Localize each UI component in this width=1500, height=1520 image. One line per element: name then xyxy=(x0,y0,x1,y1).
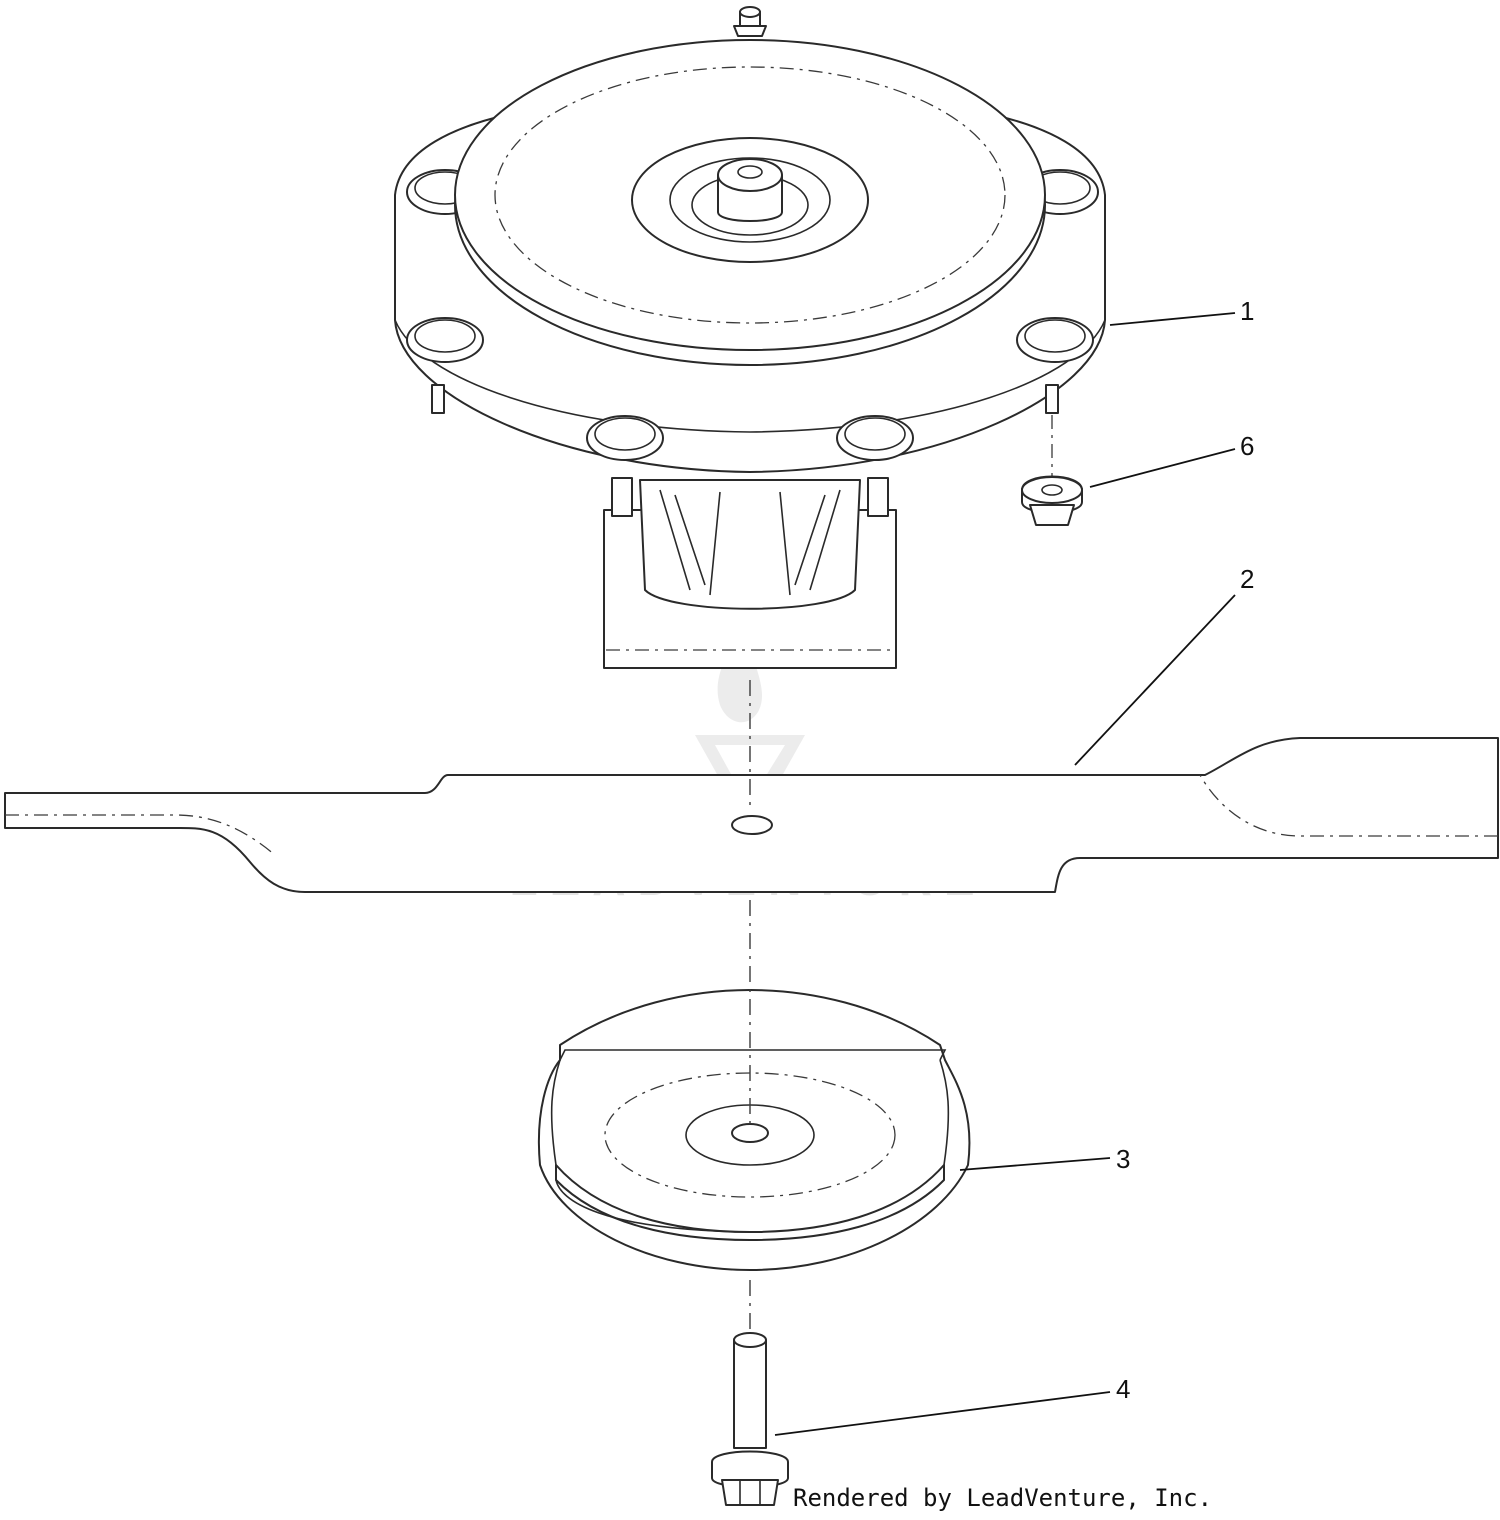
blade-cup xyxy=(537,989,971,1271)
spindle-pulley xyxy=(454,39,1046,366)
blade-bolt xyxy=(711,1332,789,1506)
grease-fitting xyxy=(733,6,767,37)
callout-3: 3 xyxy=(959,1144,1130,1174)
callout-number-6: 6 xyxy=(1240,431,1254,461)
mower-blade xyxy=(4,737,1499,893)
watermark-v-icon xyxy=(695,735,805,815)
render-credit: Rendered by LeadVenture, Inc. xyxy=(793,1484,1212,1512)
callout-number-4: 4 xyxy=(1116,1374,1130,1404)
watermark-flame-icon xyxy=(717,625,763,723)
callout-number-1: 1 xyxy=(1240,296,1254,326)
callout-1: 1 xyxy=(1109,296,1254,326)
spindle-assembly xyxy=(394,6,1106,669)
callout-4: 4 xyxy=(774,1374,1130,1436)
callout-number-2: 2 xyxy=(1240,564,1254,594)
spindle-body xyxy=(603,477,897,669)
callout-2: 2 xyxy=(1074,564,1254,766)
callout-6: 6 xyxy=(1089,431,1254,488)
callout-number-3: 3 xyxy=(1116,1144,1130,1174)
flange-nut xyxy=(1021,415,1083,526)
